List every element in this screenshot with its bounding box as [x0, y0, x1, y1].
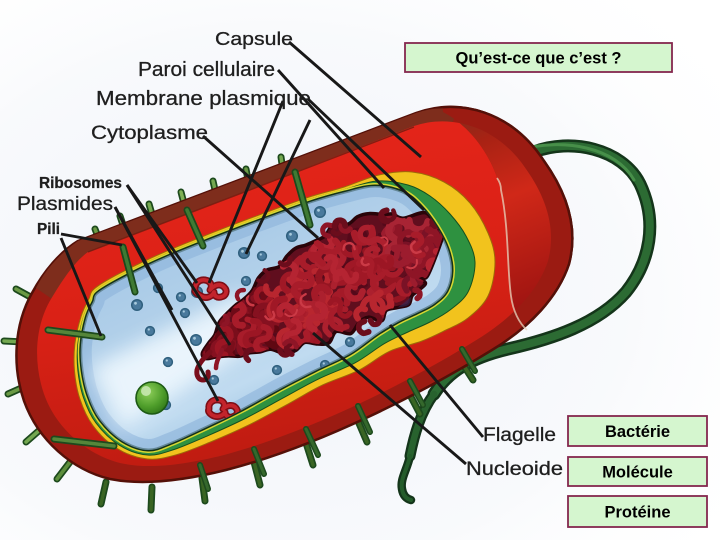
svg-text:Plasmides: Plasmides [17, 194, 113, 215]
svg-text:Flagelle: Flagelle [483, 425, 556, 446]
svg-text:Pili: Pili [37, 221, 60, 238]
svg-text:Membrane plasmique: Membrane plasmique [96, 87, 311, 110]
svg-text:Molécule: Molécule [602, 464, 673, 482]
svg-text:Ribosomes: Ribosomes [39, 175, 122, 192]
svg-text:Paroi cellulaire: Paroi cellulaire [138, 59, 275, 81]
svg-text:Qu’est-ce que c’est ?: Qu’est-ce que c’est ? [456, 50, 622, 68]
svg-text:Nucleoide: Nucleoide [466, 459, 563, 480]
svg-text:Capsule: Capsule [215, 28, 293, 49]
svg-text:Protéine: Protéine [604, 504, 670, 522]
svg-text:Cytoplasme: Cytoplasme [91, 123, 208, 144]
svg-text:Bactérie: Bactérie [605, 423, 670, 441]
